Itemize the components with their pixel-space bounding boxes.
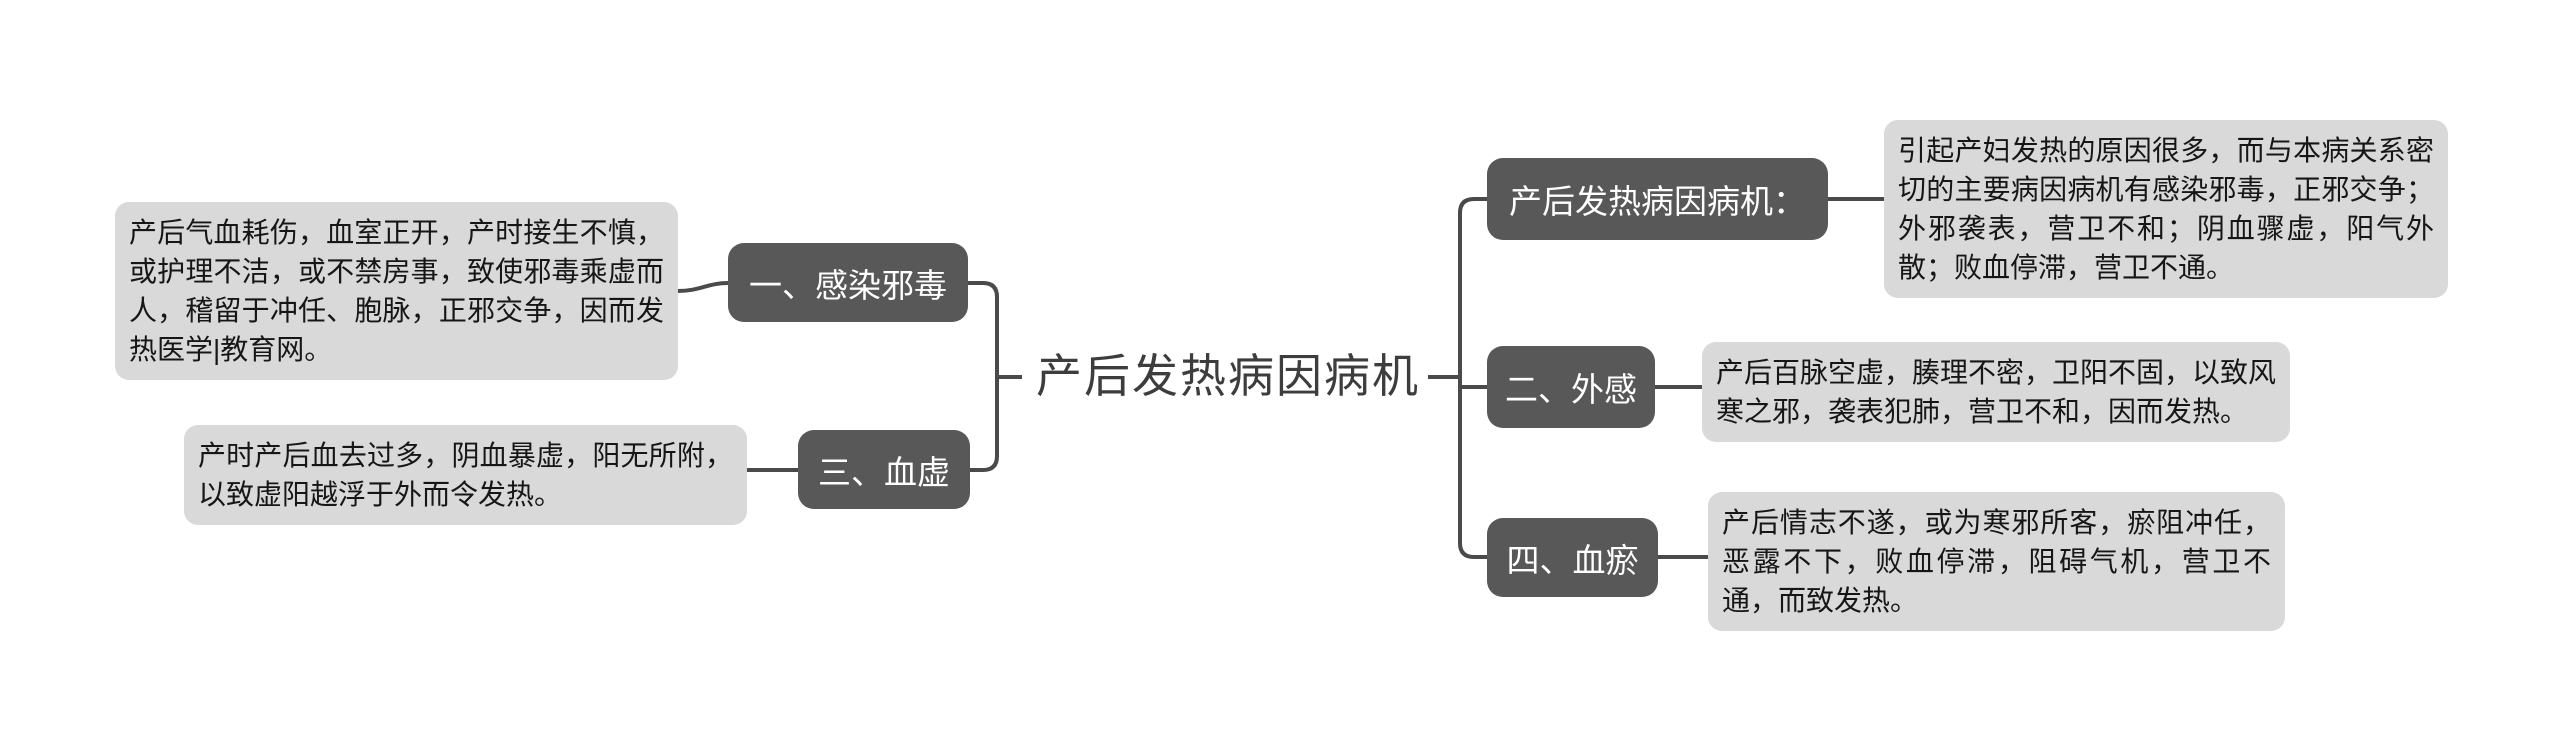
connector-left-bracket: [968, 281, 999, 472]
topic-pathogenesis-heading: 产后发热病因病机：: [1487, 158, 1828, 240]
note-pathogenesis-overview: 引起产妇发热的原因很多，而与本病关系密切的主要病因病机有感染邪毒，正邪交争；外邪…: [1884, 120, 2448, 298]
topic-infection-toxin: 一、感染邪毒: [728, 243, 968, 322]
root-topic: 产后发热病因病机: [1036, 350, 1420, 402]
note-blood-deficiency: 产时产后血去过多，阴血暴虚，阳无所附，以致虚阳越浮于外而令发热。: [184, 425, 747, 525]
topic-blood-stasis-label: 四、血瘀: [1506, 541, 1639, 579]
topic-exogenous-label: 二、外感: [1505, 371, 1637, 408]
topic-blood-deficiency: 三、血虚: [798, 430, 970, 509]
connector-right-bracket: [1458, 197, 1487, 559]
note-blood-stasis: 产后情志不遂，或为寒邪所客，瘀阻冲任，恶露不下，败血停滞，阻碍气机，营卫不通，而…: [1708, 492, 2285, 631]
topic-exogenous: 二、外感: [1487, 346, 1655, 428]
topic-infection-toxin-label: 一、感染邪毒: [749, 266, 947, 304]
topic-blood-deficiency-label: 三、血虚: [818, 453, 950, 491]
topic-pathogenesis-heading-label: 产后发热病因病机：: [1509, 183, 1806, 220]
topic-blood-stasis: 四、血瘀: [1487, 518, 1658, 597]
connector-note-infection: [677, 281, 729, 293]
note-exogenous: 产后百脉空虚，腠理不密，卫阳不固，以致风寒之邪，袭表犯肺，营卫不和，因而发热。: [1702, 342, 2290, 442]
note-infection-toxin: 产后气血耗伤，血室正开，产时接生不慎，或护理不洁，或不禁房事，致使邪毒乘虚而人，…: [115, 202, 678, 380]
